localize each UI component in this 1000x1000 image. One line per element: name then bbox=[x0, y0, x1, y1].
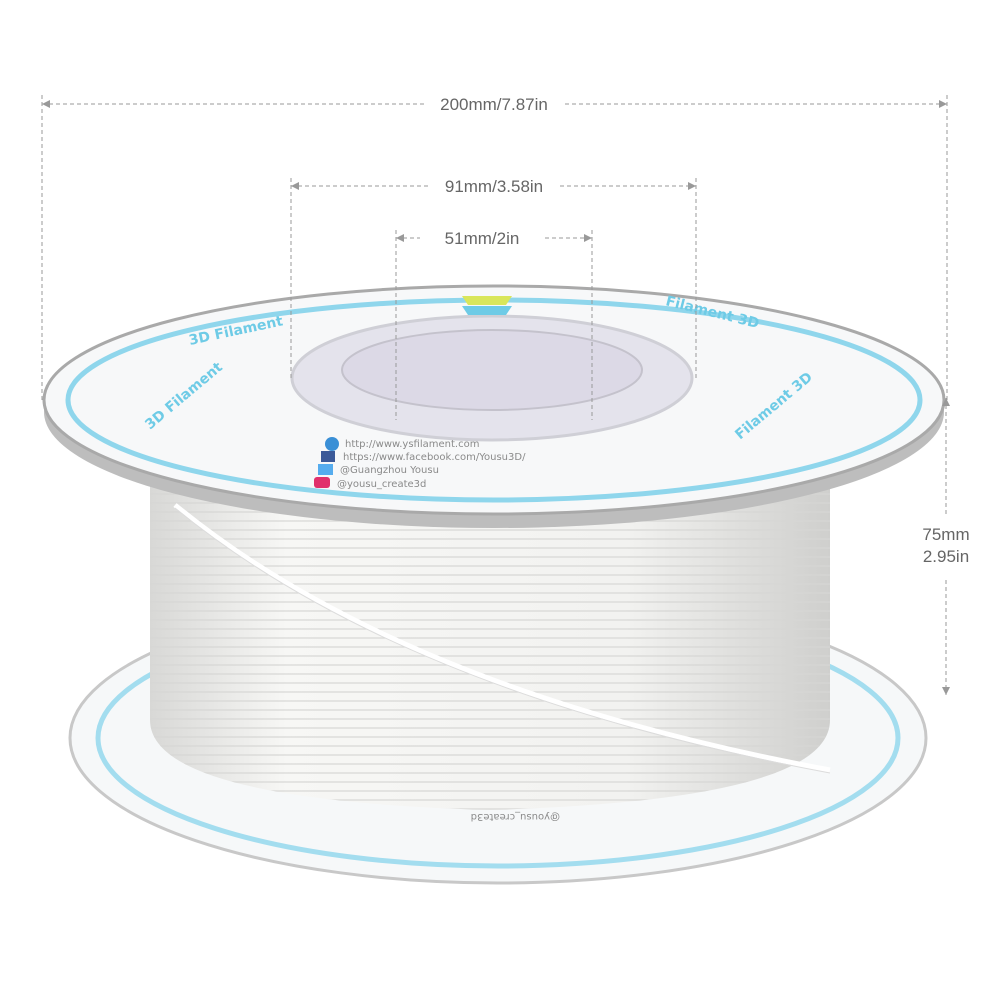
facebook-icon bbox=[321, 451, 335, 462]
width-in-label: 2.95in bbox=[923, 547, 969, 566]
bottom-instagram-text: @yousu_create3d bbox=[471, 811, 560, 822]
dimension-arrows bbox=[42, 100, 950, 695]
instagram-text: @yousu_create3d bbox=[337, 479, 426, 490]
filament-coil bbox=[150, 480, 831, 810]
website-text: http://www.ysfilament.com bbox=[345, 439, 479, 450]
yousu-logo bbox=[462, 296, 512, 315]
width-mm-label: 75mm bbox=[922, 525, 969, 544]
barrel-diameter-label: 91mm/3.58in bbox=[445, 177, 543, 196]
facebook-text: https://www.facebook.com/Yousu3D/ bbox=[343, 452, 526, 463]
loose-filament-strand bbox=[173, 503, 831, 773]
flange-diameter-label: 200mm/7.87in bbox=[440, 95, 548, 114]
hub-hole bbox=[341, 329, 643, 411]
top-flange: 3D Filament 3D Filament Filament 3D Fila… bbox=[42, 284, 946, 528]
social-links: http://www.ysfilament.com https://www.fa… bbox=[314, 437, 526, 490]
instagram-icon bbox=[314, 477, 330, 488]
hub-diameter-label: 51mm/2in bbox=[445, 229, 520, 248]
twitter-text: @Guangzhou Yousu bbox=[340, 465, 439, 476]
twitter-icon bbox=[318, 464, 333, 475]
web-icon bbox=[325, 437, 339, 451]
dimension-guides bbox=[41, 95, 948, 695]
